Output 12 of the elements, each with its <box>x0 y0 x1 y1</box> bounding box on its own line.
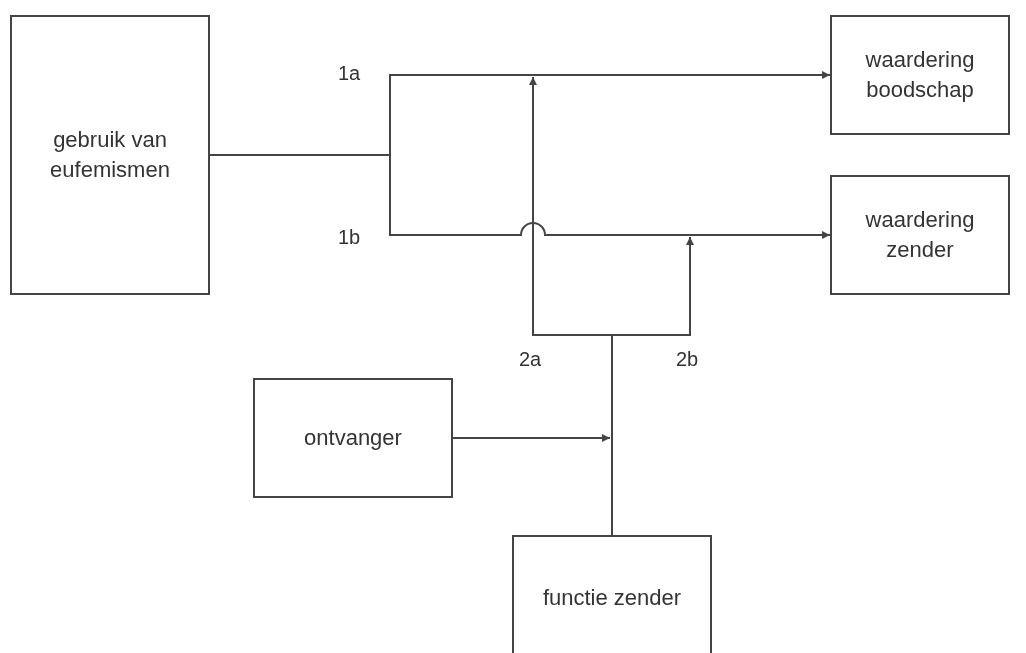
node-label: ontvanger <box>304 424 402 453</box>
node-label: waardering zender <box>864 206 976 264</box>
process-box <box>10 15 210 295</box>
process-box <box>512 535 712 653</box>
process-box <box>830 175 1010 295</box>
node-label: functie zender <box>542 583 682 612</box>
arrow <box>452 434 611 442</box>
node-label: waardering boodschap <box>864 46 976 104</box>
node-label: gebruik van eufemismen <box>49 126 171 184</box>
process-box <box>253 378 453 498</box>
arrow <box>611 236 694 536</box>
process-box <box>830 15 1010 135</box>
